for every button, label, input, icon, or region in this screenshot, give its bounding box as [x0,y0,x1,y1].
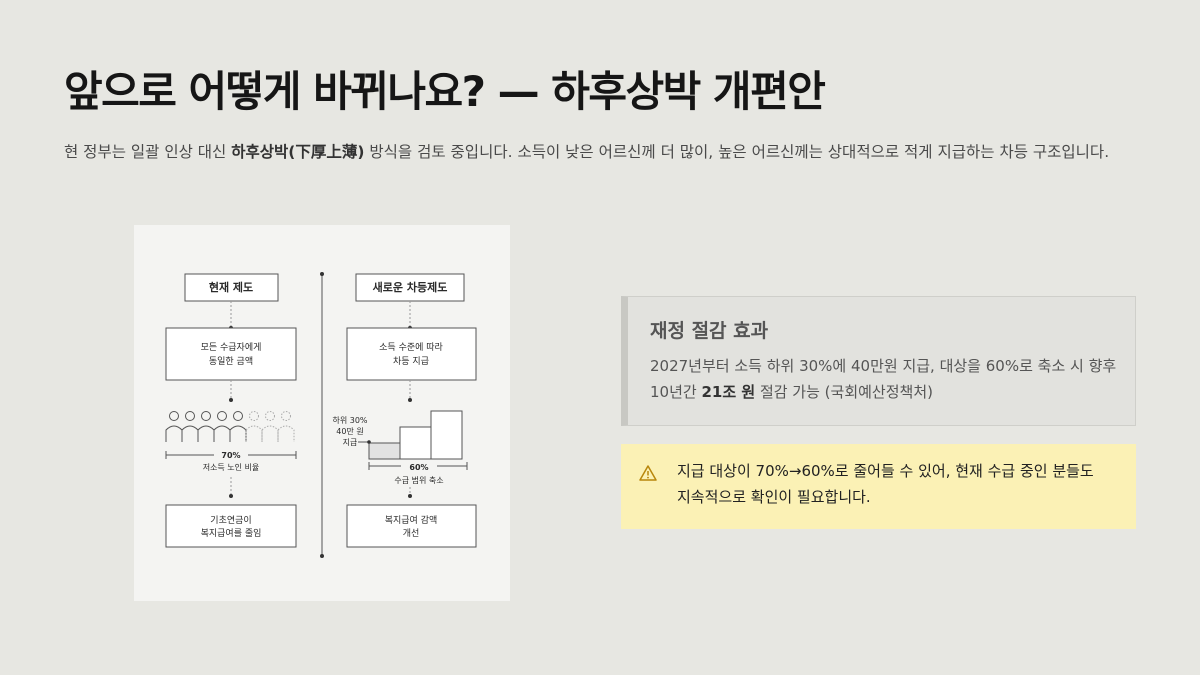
intro-text-after: 방식을 검토 중입니다. 소득이 낮은 어르신께 더 많이, 높은 어르신께는 … [364,143,1110,161]
savings-card-line2-before: 10년간 [650,383,702,401]
right-header: 새로운 차등제도 [373,280,448,294]
left-box-1 [165,327,297,381]
left-percent: 70% [221,451,240,460]
left-box-2-line1: 기초연금이 [210,515,251,526]
page-title: 앞으로 어떻게 바뀌나요? — 하후상박 개편안 [64,67,826,116]
right-header-box [355,273,465,302]
left-percent-caption: 저소득 노인 비율 [203,462,260,472]
divider-dot-top [320,272,324,276]
right-percent: 60% [409,463,428,472]
people-icons-left [165,411,295,442]
right-side-line1: 하위 30% [332,415,367,425]
savings-card-body: 2027년부터 소득 하위 30%에 40만원 지급, 대상을 60%로 축소 … [650,353,1135,405]
right-box-2-line1: 복지급여 감액 [385,514,438,526]
policy-comparison-diagram: 현재 제도 모든 수급자에게 동일한 금액 70% [134,225,510,601]
intro-highlight: 하후상박(下厚上薄) [231,143,365,161]
savings-amount: 21조 원 [701,383,756,401]
intro-paragraph: 현 정부는 일괄 인상 대신 하후상박(下厚上薄) 방식을 검토 중입니다. 소… [64,140,1134,165]
savings-card-title: 재정 절감 효과 [650,320,769,342]
right-box-2-line2: 개선 [403,528,420,539]
left-box-2-line2: 복지급여를 줄임 [201,527,262,539]
right-box-1 [346,327,477,381]
left-box-2 [165,504,297,548]
savings-card-line2-after: 절감 가능 (국회예산정책처) [755,383,933,401]
step-bar-chart [368,410,463,460]
right-percent-caption: 수급 범위 축소 [394,475,443,485]
savings-card: 재정 절감 효과 2027년부터 소득 하위 30%에 40만원 지급, 대상을… [621,296,1136,426]
diagram-svg: 현재 제도 모든 수급자에게 동일한 금액 70% [165,272,477,558]
left-box-1-line2: 동일한 금액 [209,355,253,367]
right-side-line2: 40만 원 [336,427,363,436]
savings-card-line1: 2027년부터 소득 하위 30%에 40만원 지급, 대상을 60%로 축소 … [650,357,1117,375]
right-box-2 [346,504,477,548]
left-box-1-line1: 모든 수급자에게 [201,342,262,353]
warning-line1: 지급 대상이 70%→60%로 줄어들 수 있어, 현재 수급 중인 분들도 [677,462,1094,480]
warning-triangle-icon [639,465,657,481]
right-box-1-line1: 소득 수준에 따라 [379,342,443,353]
intro-text-before: 현 정부는 일괄 인상 대신 [64,143,232,161]
divider-dot-bottom [320,554,324,558]
warning-line2: 지속적으로 확인이 필요합니다. [677,488,871,506]
right-side-line3: 지급 [343,438,358,447]
left-header: 현재 제도 [209,280,253,294]
right-box-1-line2: 차등 지급 [393,355,429,367]
